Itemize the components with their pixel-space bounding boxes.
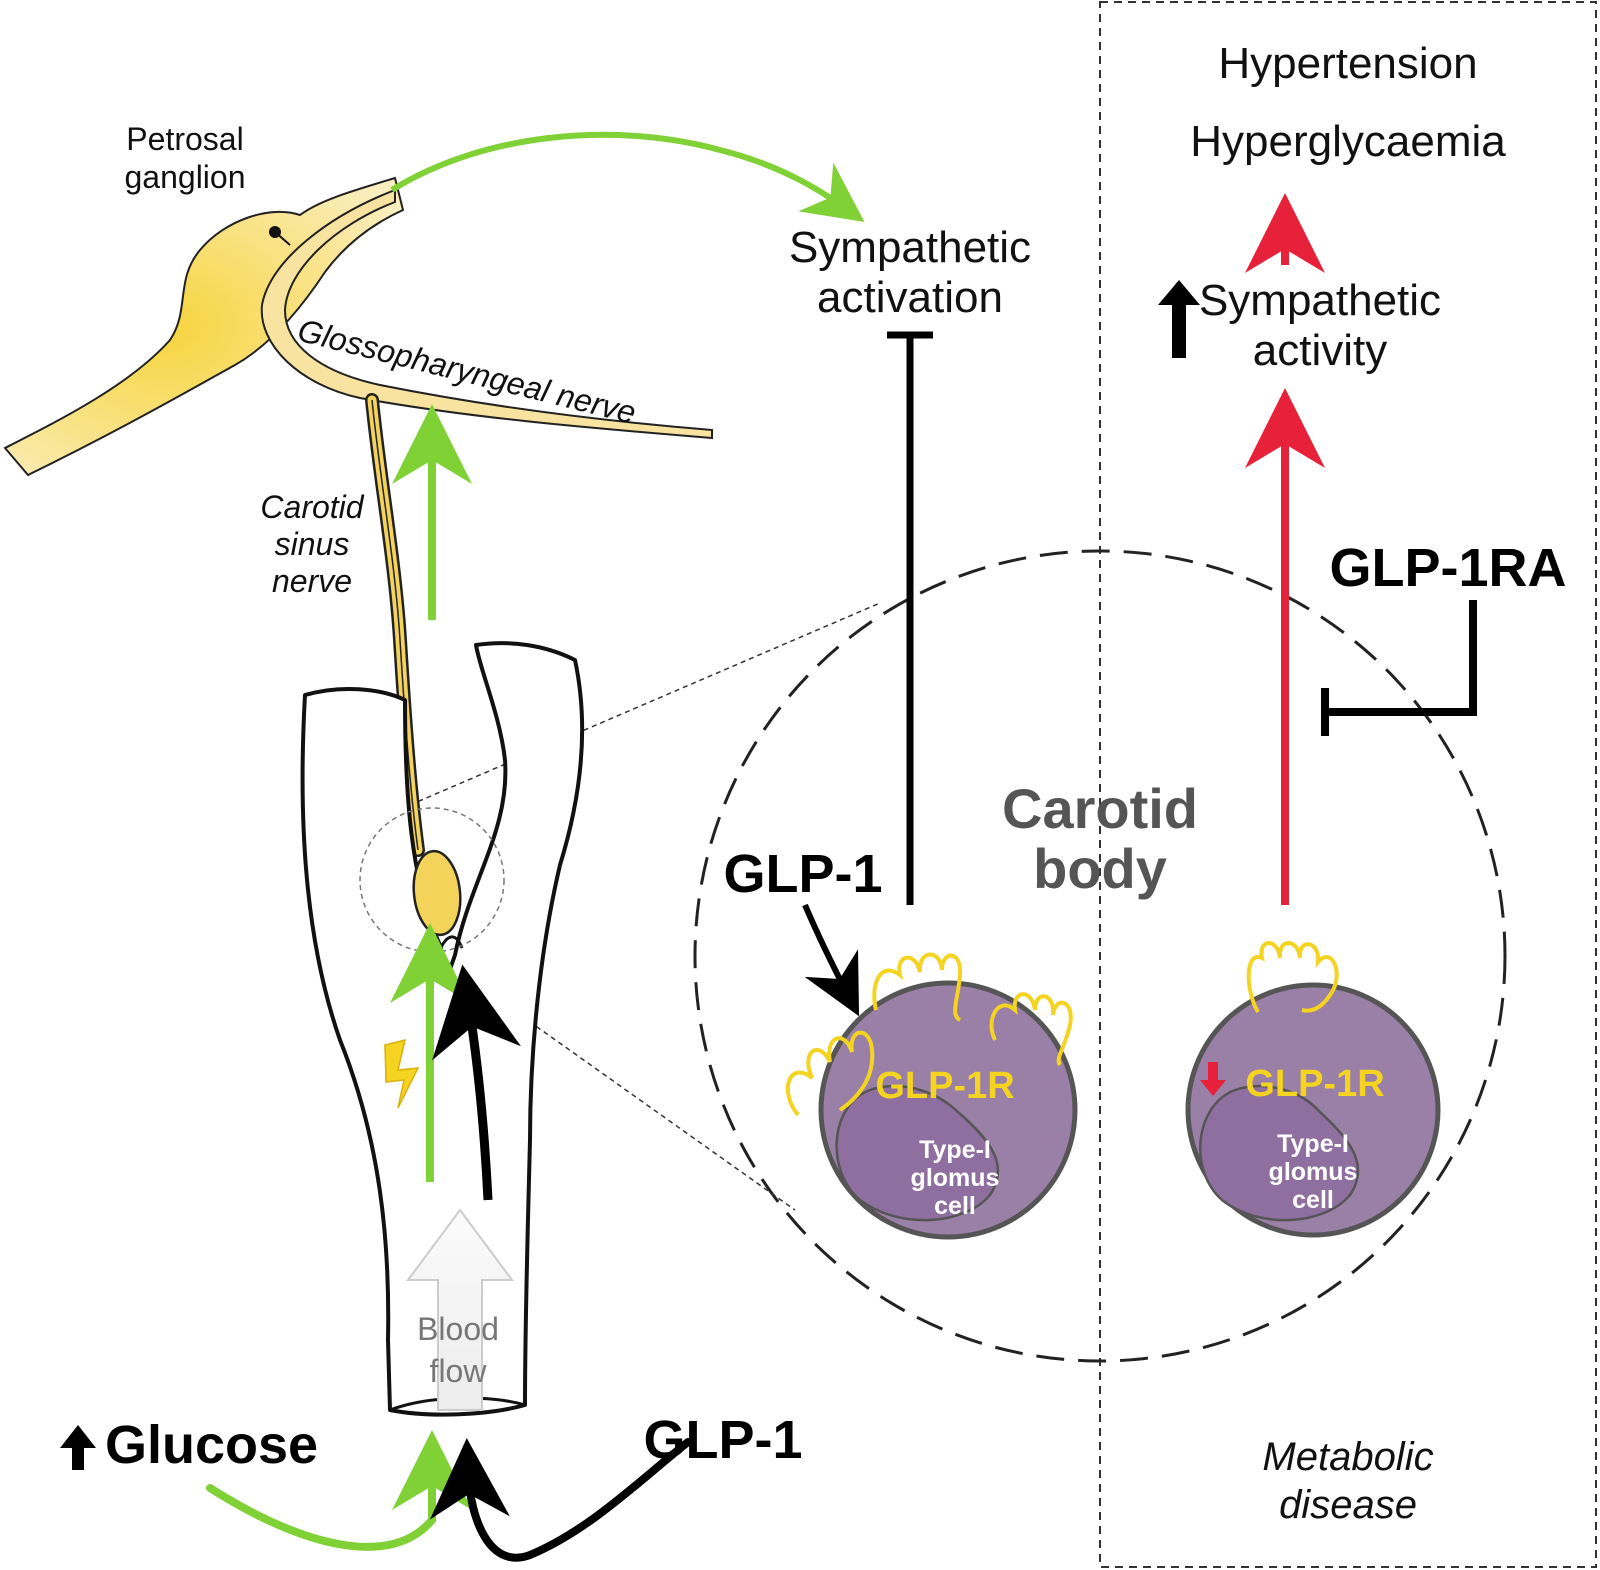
glomus-cell-right bbox=[1185, 941, 1441, 1238]
metabolic-disease-label-1: Metabolic bbox=[1262, 1435, 1433, 1479]
carotid-sinus-nerve-label-3: nerve bbox=[272, 563, 352, 599]
sympathetic-activity-label-2: activity bbox=[1253, 326, 1387, 375]
carotid-sinus-nerve-label-1: Carotid bbox=[260, 489, 364, 525]
black-arrow-vessel bbox=[432, 964, 521, 1201]
sympathetic-activation-label-1: Sympathetic bbox=[789, 223, 1031, 272]
cell-right-label-3: cell bbox=[1292, 1186, 1334, 1214]
black-arrow-glp1 bbox=[802, 903, 860, 1017]
cell-right-label-2: glomus bbox=[1269, 1158, 1358, 1186]
green-arrow-bottom bbox=[206, 1430, 472, 1551]
carotid-sinus-nerve bbox=[365, 393, 425, 857]
blood-flow-label-1: Blood bbox=[417, 1311, 499, 1347]
sympathetic-activation-label-2: activation bbox=[817, 273, 1003, 322]
cell-left-label-3: cell bbox=[934, 1192, 976, 1220]
cell-right-label-1: Type-I bbox=[1277, 1130, 1349, 1158]
blood-flow-label-2: flow bbox=[430, 1353, 488, 1389]
zoom-line-top bbox=[409, 602, 881, 806]
petrosal-ganglion-label-2: ganglion bbox=[125, 159, 246, 195]
glp1-body-label: GLP-1 bbox=[723, 844, 882, 904]
black-arrow-bottom bbox=[429, 1438, 692, 1562]
metabolic-disease-box bbox=[1099, 1, 1597, 1568]
up-arrow-icon bbox=[1158, 280, 1200, 358]
glp1-bottom-label: GLP-1 bbox=[643, 1410, 802, 1470]
carotid-body-circle bbox=[693, 549, 1507, 1363]
hypertension-label: Hypertension bbox=[1218, 39, 1477, 88]
glp1ra-inhibition-bracket bbox=[1321, 600, 1477, 736]
green-arrow-top bbox=[390, 131, 865, 223]
metabolic-disease-label-2: disease bbox=[1279, 1483, 1417, 1527]
up-arrow-icon bbox=[60, 1425, 96, 1470]
carotid-body-label-2: body bbox=[1033, 837, 1167, 900]
glossopharyngeal-nerve bbox=[260, 188, 713, 440]
lightning-icon bbox=[384, 1038, 420, 1109]
glp1ra-label: GLP-1RA bbox=[1329, 538, 1566, 598]
carotid-body-label-1: Carotid bbox=[1002, 777, 1198, 840]
blood-flow-arrow: Blood flow bbox=[406, 1208, 514, 1411]
glomus-cell-left bbox=[785, 952, 1078, 1240]
cell-left-label-2: glomus bbox=[911, 1164, 1000, 1192]
hyperglycaemia-label: Hyperglycaemia bbox=[1190, 117, 1506, 166]
carotid-sinus-nerve-label-2: sinus bbox=[275, 526, 350, 562]
glp1r-label-right: GLP-1R bbox=[1245, 1063, 1384, 1105]
petrosal-ganglion-label-1: Petrosal bbox=[126, 121, 243, 157]
glp1r-label-left: GLP-1R bbox=[875, 1065, 1014, 1107]
cell-left-label-1: Type-I bbox=[919, 1136, 991, 1164]
sympathetic-activity-label-1: Sympathetic bbox=[1199, 276, 1441, 325]
glucose-label: Glucose bbox=[105, 1415, 318, 1475]
inhibition-bar-sympathetic bbox=[887, 331, 933, 905]
down-arrow-icon bbox=[1200, 1062, 1226, 1096]
